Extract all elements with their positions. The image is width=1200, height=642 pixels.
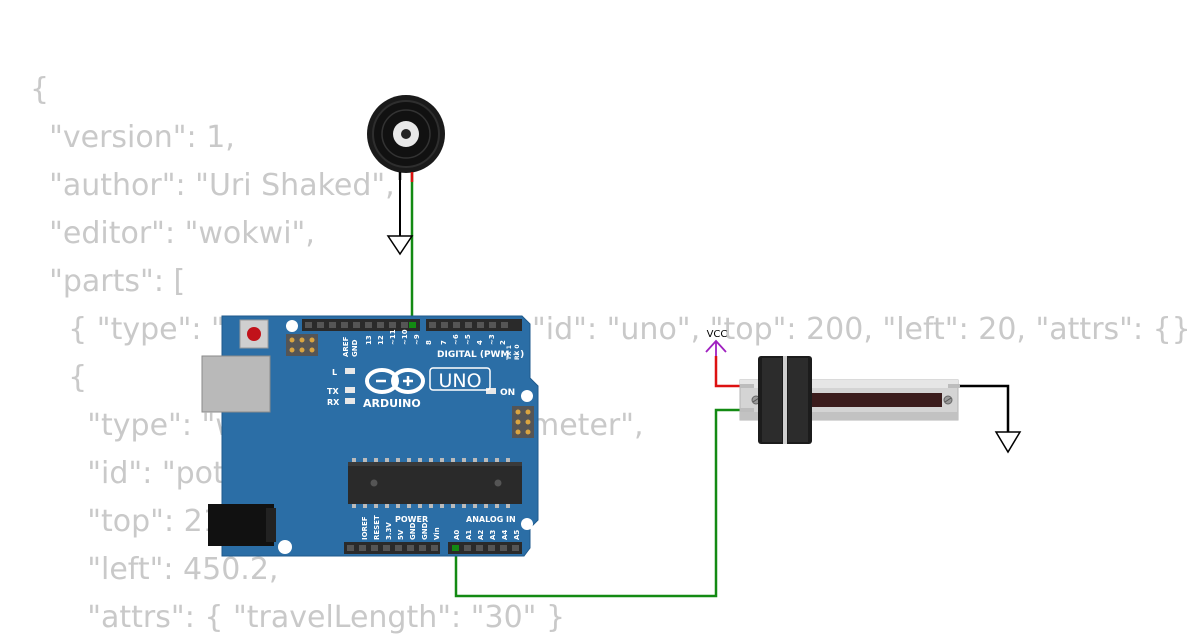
digital-header[interactable]: [302, 319, 522, 331]
digital-pin-labels: AREF GND 13 12 ~11 ~10 ~9 8 7 ~6 ~5 4 ~3…: [342, 329, 521, 360]
pin-label: ~11: [389, 329, 397, 345]
pin-label: RX 0: [514, 344, 521, 360]
pin-label: 4: [476, 340, 484, 345]
pin-label: 8: [425, 340, 433, 345]
pin-label: 3.3V: [385, 522, 393, 540]
led-l-label: L: [332, 368, 337, 377]
led-rx-label: RX: [327, 398, 340, 407]
buzzer[interactable]: [367, 95, 445, 182]
status-leds: L TX RX ON: [327, 368, 515, 407]
pin-label: ~5: [464, 334, 472, 345]
pin-label: A3: [489, 530, 497, 540]
pot-track: [800, 393, 942, 407]
pin-label: A0: [453, 530, 461, 540]
pin-label: ~3: [488, 334, 496, 345]
mounting-hole: [278, 540, 292, 554]
pot-slider-knob[interactable]: [758, 356, 812, 444]
slide-potentiometer[interactable]: [739, 356, 960, 444]
pin-label: RESET: [373, 515, 381, 540]
code-line: "author": "Uri Shaked",: [30, 168, 395, 203]
pin-label: A4: [501, 530, 509, 540]
power-header[interactable]: [344, 542, 440, 554]
code-line-pot-type-tail: meter",: [530, 408, 644, 443]
analog-header-label: ANALOG IN: [466, 515, 516, 524]
wire-pot-to-ground[interactable]: [958, 384, 1010, 432]
pin-label: A5: [513, 530, 521, 540]
power-pin-labels: IOREF RESET 3.3V 5V GND GND Vin: [361, 515, 441, 540]
code-line: "version": 1,: [30, 120, 235, 155]
code-line: "editor": "wokwi",: [30, 216, 315, 251]
analog-header[interactable]: [448, 542, 522, 554]
pin-label: ~10: [401, 329, 409, 345]
code-line-uno-tail: "id": "uno", "top": 200, "left": 20, "at…: [532, 312, 1200, 347]
microcontroller-chip: [348, 458, 522, 508]
arduino-uno-board[interactable]: AREF GND 13 12 ~11 ~10 ~9 8 7 ~6 ~5 4 ~3…: [201, 315, 539, 557]
pin-label: GND: [351, 339, 359, 357]
code-line: {: [30, 72, 50, 107]
code-line: "id": "pot: [30, 456, 225, 491]
pin-label: ~6: [452, 334, 460, 345]
mounting-hole: [521, 518, 533, 530]
pin-label: A2: [477, 530, 485, 540]
usb-port: [201, 355, 271, 413]
mounting-hole: [286, 320, 298, 332]
digital-header-label: DIGITAL (PWM ~): [437, 350, 524, 360]
pin-label: GND: [421, 522, 429, 540]
pin-label: A1: [465, 530, 473, 540]
code-line: {: [30, 360, 88, 395]
pin-label: ~9: [413, 334, 421, 345]
code-line: "top": 21: [30, 504, 222, 539]
pin-label: Vin: [433, 527, 441, 540]
pin-label: AREF: [342, 336, 350, 357]
pin-label: 7: [440, 340, 448, 345]
arduino-logo-icon: [365, 368, 425, 394]
pin-label: IOREF: [361, 516, 369, 540]
arduino-logo-text: ARDUINO: [363, 397, 421, 410]
code-line: "attrs": { "travelLength": "30" }: [30, 600, 566, 635]
pin-label: TX 1: [506, 345, 513, 360]
pin-label: 2: [499, 340, 507, 345]
power-jack: [208, 504, 274, 546]
wire-a0-to-pot[interactable]: [454, 408, 750, 598]
vcc-symbol: VCC: [705, 329, 728, 356]
led-tx-label: TX: [327, 387, 339, 396]
icsp-header-right: [512, 406, 534, 438]
code-line: "parts": [: [30, 264, 186, 299]
wires: [399, 172, 1010, 598]
ground-symbol: [994, 431, 1022, 454]
uno-badge: [429, 367, 491, 391]
vcc-label: VCC: [707, 329, 728, 340]
ground-symbol: [386, 235, 414, 256]
on-label: ON: [500, 388, 515, 398]
power-header-label: POWER: [395, 515, 428, 524]
uno-badge-text: UNO: [438, 370, 481, 392]
analog-pin-labels: A0 A1 A2 A3 A4 A5: [453, 530, 521, 540]
pin-label: 12: [377, 335, 385, 345]
pin-label: 5V: [397, 529, 405, 540]
pin-label: GND: [409, 522, 417, 540]
icsp-header: [286, 334, 318, 356]
mounting-hole: [521, 390, 533, 402]
code-line: "left": 450.2,: [30, 552, 279, 587]
pin-label: 13: [365, 335, 373, 345]
